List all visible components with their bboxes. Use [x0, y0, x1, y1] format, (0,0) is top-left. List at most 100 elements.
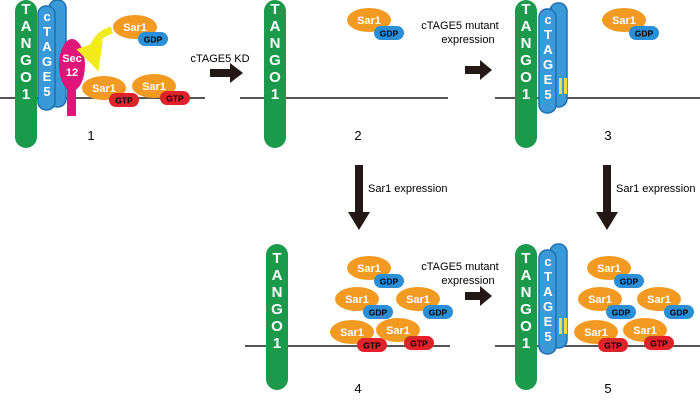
mutant-arrow — [465, 286, 492, 306]
tango1-label: T A N G O 1 — [271, 250, 283, 352]
panel-label-2: 2 — [354, 128, 361, 143]
svg-text:GDP: GDP — [620, 277, 639, 287]
sec12-label-1: Sec — [62, 53, 82, 65]
sar1 — [330, 320, 374, 344]
arrow-kd: cTAGE5 KD — [190, 53, 250, 83]
mutation-mark — [559, 78, 562, 94]
gtp — [357, 338, 387, 352]
svg-text:GTP: GTP — [650, 339, 668, 349]
svg-text:N: N — [272, 284, 283, 301]
sec12-stalk — [67, 80, 76, 116]
svg-text:Sar1: Sar1 — [345, 294, 369, 306]
svg-text:O: O — [520, 69, 532, 86]
svg-text:T: T — [544, 27, 552, 42]
sar1 — [587, 256, 631, 280]
arrow-mutant-bottom: cTAGE5 mutant expression — [421, 261, 499, 306]
svg-text:O: O — [271, 318, 283, 335]
svg-text:Sar1: Sar1 — [142, 81, 166, 93]
tango1-bar — [266, 244, 288, 390]
svg-text:1: 1 — [522, 335, 530, 352]
sec12-label-2: 12 — [66, 67, 78, 79]
panel-label-5: 5 — [604, 381, 611, 396]
tango1-label: T A N G O 1 — [520, 250, 532, 352]
gdp — [629, 26, 659, 40]
panel-5: T A N G O 1 c T A G E 5 Sar1 GDP Sar1 GD… — [515, 243, 694, 396]
sar1 — [578, 287, 622, 311]
sar1 — [347, 256, 391, 280]
svg-text:N: N — [21, 35, 32, 52]
svg-text:1: 1 — [22, 86, 30, 103]
svg-text:G: G — [543, 299, 553, 314]
svg-text:G: G — [269, 52, 281, 69]
mutation-mark — [564, 318, 567, 334]
svg-text:1: 1 — [273, 335, 281, 352]
tango1-bar — [15, 0, 37, 148]
sar1-expression-arrow — [348, 165, 370, 230]
svg-text:GDP: GDP — [612, 308, 631, 318]
svg-text:A: A — [543, 42, 553, 57]
svg-text:Sar1: Sar1 — [92, 83, 116, 95]
gdp — [374, 26, 404, 40]
sar1 — [335, 287, 379, 311]
svg-text:O: O — [20, 69, 32, 86]
gtp — [160, 91, 190, 105]
svg-text:T: T — [272, 250, 281, 267]
sar1 — [396, 287, 440, 311]
svg-text:G: G — [543, 57, 553, 72]
panel-label-1: 1 — [87, 128, 94, 143]
ctage5-label: c T A G E 5 — [543, 12, 553, 102]
gtp — [404, 336, 434, 350]
svg-text:GDP: GDP — [380, 277, 399, 287]
svg-text:GTP: GTP — [363, 341, 381, 351]
svg-text:Sar1: Sar1 — [612, 15, 636, 27]
panel-2: T A N G O 1 Sar1 GDP 2 — [264, 0, 404, 148]
ctage5-bar — [538, 249, 557, 355]
ctage5-bar — [538, 8, 557, 114]
svg-text:E: E — [544, 314, 553, 329]
ctage5-label: c T A G E 5 — [543, 254, 553, 344]
svg-text:T: T — [521, 1, 530, 18]
mutation-mark — [564, 78, 567, 94]
svg-text:cTAGE5 mutant: cTAGE5 mutant — [421, 20, 498, 32]
svg-text:Sar1: Sar1 — [584, 327, 608, 339]
svg-text:G: G — [520, 301, 532, 318]
svg-text:Sar1: Sar1 — [357, 263, 381, 275]
svg-text:c: c — [544, 254, 551, 269]
svg-text:Sar1: Sar1 — [340, 327, 364, 339]
arrow-mutant-top: cTAGE5 mutant expression — [421, 20, 499, 80]
svg-text:A: A — [272, 267, 283, 284]
svg-text:E: E — [544, 72, 553, 87]
svg-text:c: c — [43, 9, 50, 24]
panel-4: T A N G O 1 Sar1 GDP Sar1 GDP Sar1 GDP S… — [266, 244, 453, 396]
gdp — [138, 32, 168, 46]
gtp — [598, 338, 628, 352]
gdp — [606, 305, 636, 319]
mutation-mark — [559, 318, 562, 334]
tango1-bar — [515, 244, 537, 390]
kd-label: cTAGE5 KD — [190, 53, 249, 65]
mutant-arrow — [465, 60, 492, 80]
svg-text:GTP: GTP — [604, 341, 622, 351]
svg-text:1: 1 — [522, 86, 530, 103]
tango1-label: T A N G O 1 — [269, 1, 281, 103]
panel-1: T A N G O 1 c T A G E 5 Sec 12 Sar1 GDP — [15, 0, 190, 148]
panel-3: T A N G O 1 c T A G E 5 Sar1 GDP 3 — [515, 0, 659, 148]
svg-text:cTAGE5 mutant: cTAGE5 mutant — [421, 261, 498, 273]
gdp — [363, 305, 393, 319]
svg-text:N: N — [521, 284, 532, 301]
ctage5-bar — [37, 5, 56, 111]
svg-text:O: O — [520, 318, 532, 335]
tango1-bar — [264, 0, 286, 148]
svg-text:GDP: GDP — [144, 35, 163, 45]
svg-text:Sar1: Sar1 — [588, 294, 612, 306]
svg-text:T: T — [43, 24, 51, 39]
svg-text:1: 1 — [271, 86, 279, 103]
svg-text:Sar1: Sar1 — [406, 294, 430, 306]
sar1 — [637, 287, 681, 311]
ctage5-label: c T A G E 5 — [42, 9, 52, 99]
svg-text:expression: expression — [441, 275, 494, 287]
svg-text:GDP: GDP — [670, 308, 689, 318]
svg-text:T: T — [521, 250, 530, 267]
svg-text:5: 5 — [43, 84, 50, 99]
